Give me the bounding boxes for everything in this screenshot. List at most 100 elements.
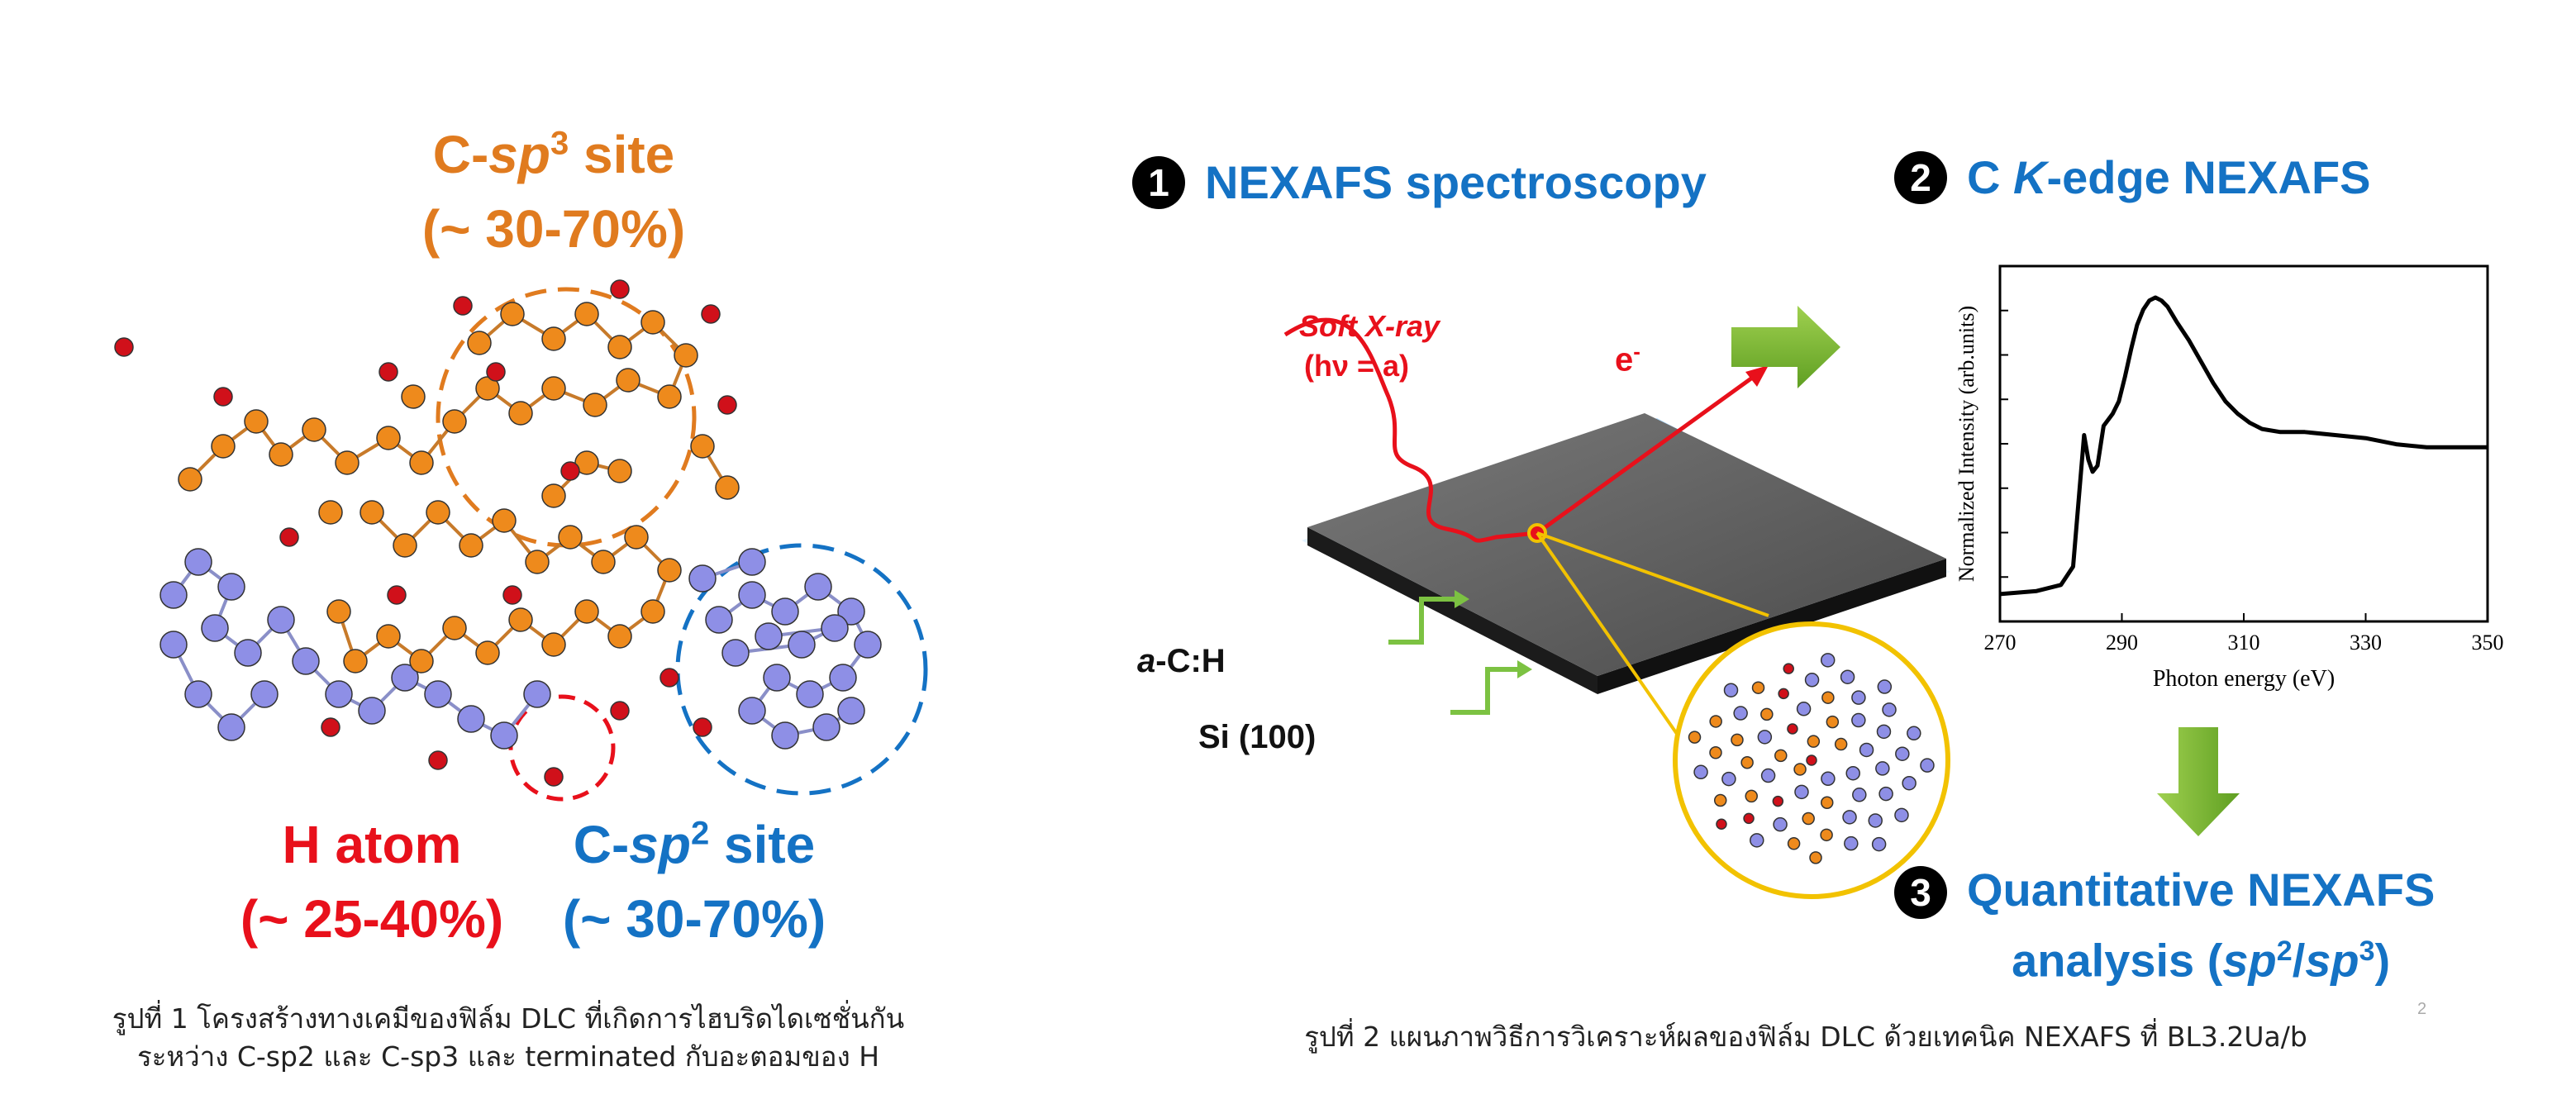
c-sp3-atom <box>376 624 401 649</box>
inset-c-sp3-atom <box>1809 851 1822 864</box>
step3-title-line1: Quantitative NEXAFS <box>1967 864 2436 916</box>
c-sp2-atom <box>738 548 766 576</box>
x-tick-label: 290 <box>2106 631 2138 654</box>
inset-c-sp3-atom <box>1793 763 1807 776</box>
h-atom <box>610 701 630 721</box>
inset-c-sp3-atom <box>1731 733 1744 747</box>
inset-c-sp2-atom <box>1882 702 1897 717</box>
c-sp3-atom <box>690 434 715 459</box>
step1-heading: 1 NEXAFS spectroscopy <box>1132 155 1707 209</box>
c-sp2-atom <box>184 680 212 708</box>
c-sp3-atom <box>541 376 566 401</box>
inset-c-sp2-atom <box>1773 816 1788 832</box>
c-sp3-atom <box>607 624 632 649</box>
h-atom <box>610 279 630 299</box>
c-sp2-atom <box>201 614 229 642</box>
c-sp3-atom <box>541 632 566 657</box>
figure1: C-sp3 site (~ 30-70%) H atom (~ 25-40%) … <box>0 0 1025 1109</box>
c-sp3-atom <box>376 426 401 450</box>
substrate-pointer-arrow <box>1450 660 1532 715</box>
xray-energy-label: (hν = a) <box>1304 349 1410 383</box>
inset-c-sp2-atom <box>1894 807 1909 823</box>
c-sp2-atom <box>804 573 832 601</box>
c-sp3-atom <box>302 417 326 442</box>
c-sp2-atom <box>788 631 816 659</box>
c-sp3-atom <box>244 409 269 434</box>
substrate-label: Si (100) <box>1198 719 1317 755</box>
inset-c-sp3-atom <box>1787 837 1801 850</box>
c-sp2-atom <box>763 664 791 692</box>
c-sp2-atom <box>837 597 865 626</box>
h-atom <box>701 304 721 324</box>
h-atom-label: H atom <box>282 815 462 874</box>
inset-c-sp3-atom <box>1802 812 1815 826</box>
inset-c-sp2-atom <box>1693 764 1708 780</box>
c-sp3-atom <box>640 599 665 624</box>
dlc-molecule-illustration <box>114 279 928 802</box>
c-sp3-atom <box>326 599 351 624</box>
c-sp2-atom <box>738 697 766 725</box>
figure2-caption: รูปที่ 2 แผนภาพวิธีการวิเคราะห์ผลของฟิล์… <box>1304 1021 2307 1053</box>
h-atom <box>693 717 712 737</box>
inset-c-sp2-atom <box>1851 712 1866 728</box>
c-sp2-atom <box>854 631 882 659</box>
inset-c-sp2-atom <box>1821 771 1836 787</box>
c-sp2-atom <box>267 606 295 634</box>
c-sp3-atom <box>624 525 649 550</box>
inset-c-sp3-atom <box>1688 731 1702 744</box>
h-atom <box>453 296 473 316</box>
step3-title-line2: analysis (sp2/sp3) <box>2012 934 2391 987</box>
inset-c-sp2-atom <box>1907 726 1921 741</box>
c-sp3-atom <box>409 450 434 475</box>
inset-c-sp2-atom <box>1851 690 1866 705</box>
c-sp3-atom <box>401 384 426 409</box>
h-atom <box>560 461 580 481</box>
c-sp3-atom <box>541 483 566 508</box>
x-tick-label: 330 <box>2350 631 2382 654</box>
magnified-structure-inset <box>1673 621 1950 899</box>
inset-c-sp3-atom <box>1751 681 1765 694</box>
c-sp3-atom <box>607 459 632 483</box>
nexafs-setup-diagram <box>1283 317 1950 899</box>
h-atom <box>717 395 737 415</box>
step2-number-badge: 2 <box>1894 150 1947 204</box>
c-sp2-atom <box>755 622 783 650</box>
h-atom-circle <box>508 694 616 802</box>
c-sp3-atom <box>178 467 202 492</box>
c-sp3-atom <box>674 343 698 368</box>
inset-c-sp3-atom <box>1821 796 1834 810</box>
inset-c-sp2-atom <box>1796 702 1812 716</box>
c-sp2-atom <box>490 721 518 750</box>
inset-c-sp2-atom <box>1895 746 1910 761</box>
c-sp2-atom <box>738 581 766 609</box>
c-sp2-atom <box>217 573 245 601</box>
h-atom <box>544 767 564 787</box>
h-atom <box>213 387 233 407</box>
c-sp3-atom <box>442 409 467 434</box>
c-sp3-atom <box>574 599 599 624</box>
xray-wave <box>1283 317 1538 543</box>
inset-c-sp3-atom <box>1820 828 1833 842</box>
inset-c-sp2-atom <box>1760 768 1776 783</box>
c-sp3-atom <box>591 550 616 574</box>
c-sp3-atom <box>359 500 384 525</box>
inset-c-sp2-atom <box>1877 679 1893 694</box>
xray-label: Soft X-ray <box>1299 309 1440 343</box>
inset-c-sp2-atom <box>1842 810 1857 825</box>
c-sp3-atom <box>459 533 483 558</box>
flow-arrow-down <box>2157 727 2240 836</box>
c-sp3-atom <box>640 310 665 335</box>
inset-c-sp2-atom <box>1845 765 1860 781</box>
c-sp3-atom <box>318 500 343 525</box>
h-atom <box>486 362 506 382</box>
inset-c-sp2-atom <box>1733 706 1748 721</box>
inset-c-sp3-atom <box>1709 715 1722 728</box>
c-sp2-atom <box>391 664 419 692</box>
c-sp3-atom <box>558 525 583 550</box>
c-sp2-atom <box>812 713 840 741</box>
c-sp3-atom <box>525 550 550 574</box>
inset-c-sp3-atom <box>1709 746 1722 759</box>
c-sp3-atom <box>508 401 533 426</box>
h-atom <box>502 585 522 605</box>
inset-h-atom <box>1787 723 1798 735</box>
